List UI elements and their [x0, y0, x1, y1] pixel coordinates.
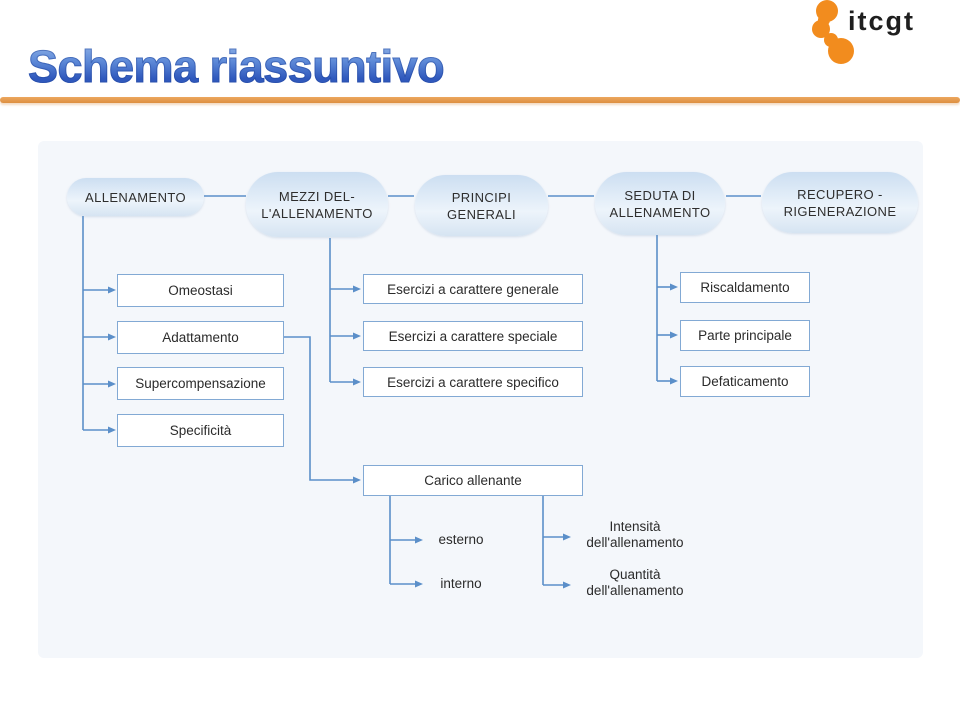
box-omeostasi: Omeostasi [117, 274, 284, 307]
node-recupero-rigenerazione: RECUPERO - RIGENERAZIONE [762, 172, 918, 233]
node-seduta-di-allenamento: SEDUTA DI ALLENAMENTO [595, 172, 725, 235]
box-adattamento: Adattamento [117, 321, 284, 354]
label-esterno: esterno [438, 532, 484, 547]
node-principi-generali: PRINCIPI GENERALI [415, 175, 548, 236]
node-allenamento: ALLENAMENTO [67, 178, 204, 216]
box-esercizi-generale: Esercizi a carattere generale [363, 274, 583, 304]
title-underline [0, 97, 960, 103]
box-defaticamento: Defaticamento [680, 366, 810, 397]
page-title: Schema riassuntivo [27, 41, 445, 92]
box-specificita: Specificità [117, 414, 284, 447]
box-esercizi-specifico: Esercizi a carattere specifico [363, 367, 583, 397]
label-intensita-allenamento: Intensità dell'allenamento [586, 519, 684, 550]
node-mezzi-dellallenamento: MEZZI DEL- L'ALLENAMENTO [246, 172, 388, 237]
box-carico-allenante: Carico allenante [363, 465, 583, 496]
box-parte-principale: Parte principale [680, 320, 810, 351]
logo-blob-icon [812, 0, 854, 64]
box-esercizi-speciale: Esercizi a carattere speciale [363, 321, 583, 351]
box-supercompensazione: Supercompensazione [117, 367, 284, 400]
logo: itcgt [808, 0, 958, 72]
box-riscaldamento: Riscaldamento [680, 272, 810, 303]
label-interno: interno [440, 576, 482, 591]
logo-text: itcgt [848, 6, 915, 36]
label-quantita-allenamento: Quantità dell'allenamento [586, 567, 684, 598]
